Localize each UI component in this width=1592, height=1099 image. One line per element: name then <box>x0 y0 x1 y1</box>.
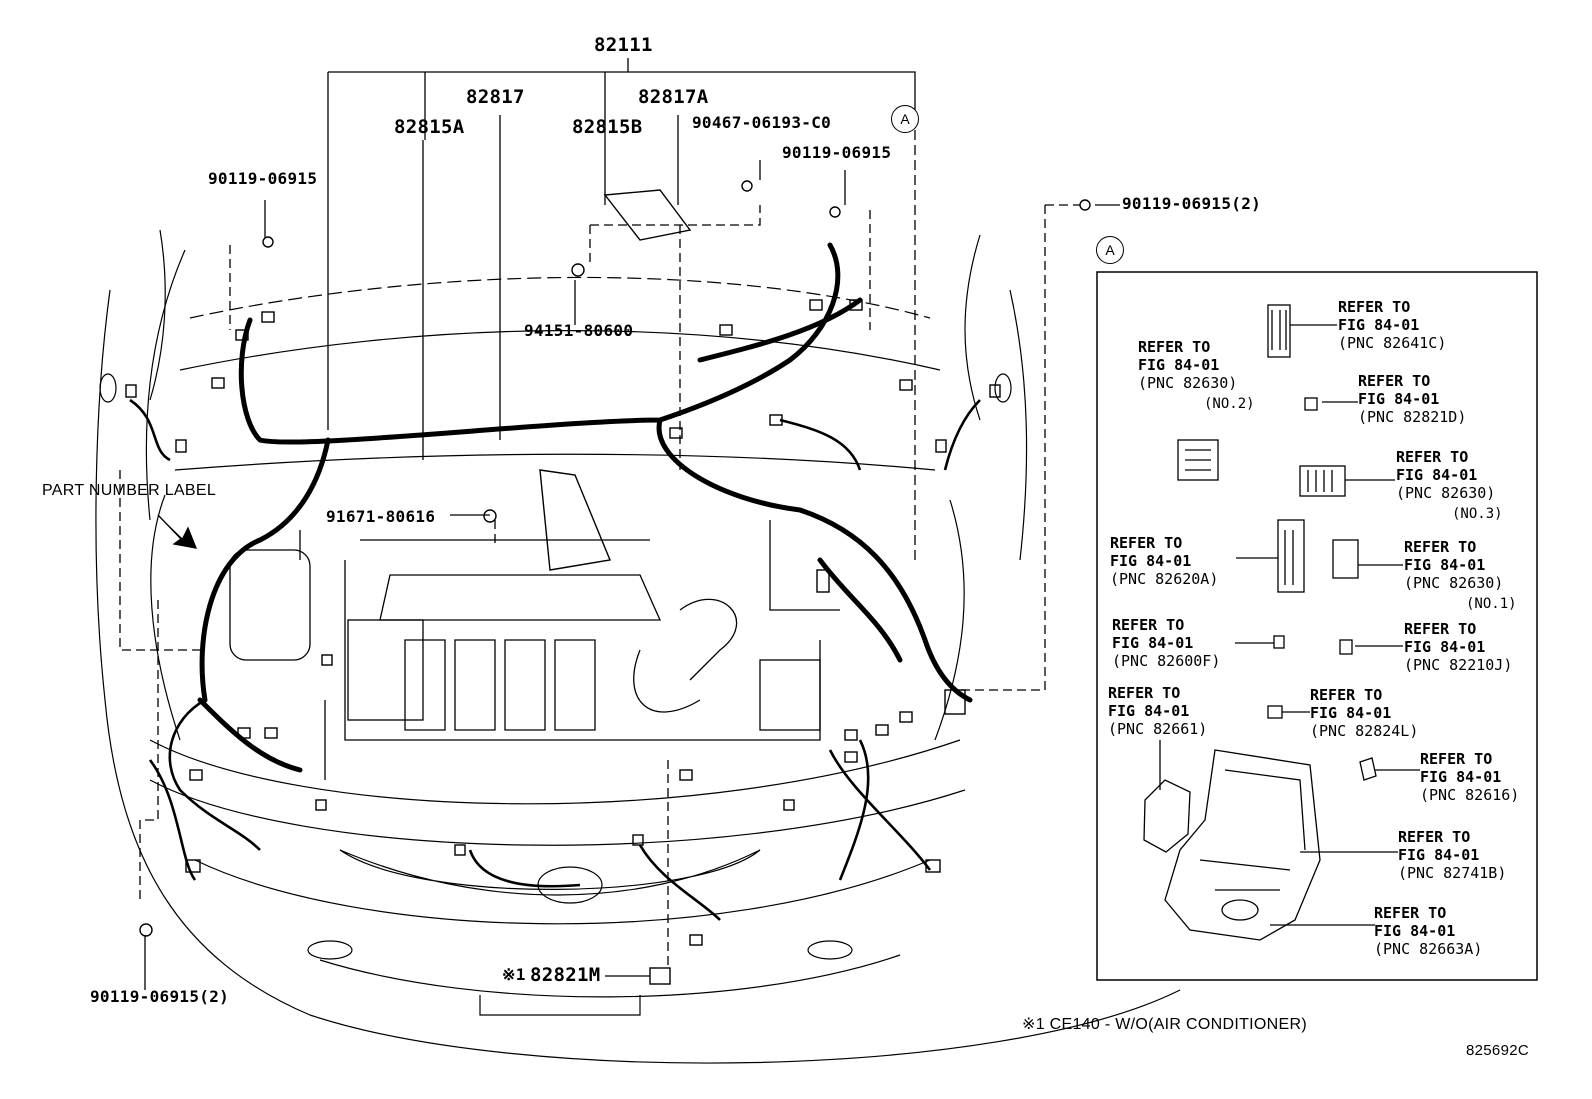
detail-marker-a-box: A <box>1096 236 1124 264</box>
solid-leaders <box>144 160 1120 990</box>
dashed-leaders <box>119 204 1080 970</box>
label-82817: 82817 <box>466 86 525 108</box>
label-82111: 82111 <box>594 34 653 56</box>
engine-block <box>229 520 840 780</box>
label-82815b: 82815B <box>572 116 643 138</box>
detail-ref-82630-no3-sub: (NO.3) <box>1452 506 1503 522</box>
label-82821m-mark: ※1 <box>502 965 526 984</box>
label-82821m: 82821M <box>530 964 601 986</box>
label-82817a: 82817A <box>638 86 709 108</box>
label-bolt-right-top: 90119-06915 <box>782 143 892 162</box>
label-bolt-left-top: 90119-06915 <box>208 169 318 188</box>
label-bolt-91671: 91671-80616 <box>326 507 436 526</box>
detail-box <box>1096 271 1538 981</box>
label-bolt-bottom-left: 90119-06915(2) <box>90 987 230 1006</box>
part-number-label: PART NUMBER LABEL <box>42 482 217 499</box>
connectors <box>125 180 1091 985</box>
figure-code: 825692C <box>1466 1042 1529 1059</box>
label-clip-90467: 90467-06193-C0 <box>692 113 832 132</box>
label-82815a: 82815A <box>394 116 465 138</box>
label-bolt-right-side: 90119-06915(2) <box>1122 194 1262 213</box>
detail-parts <box>1143 304 1377 941</box>
harness-main-run <box>197 242 973 773</box>
vehicle-body-outline <box>95 229 1181 1064</box>
detail-ref-82630-no1-sub: (NO.1) <box>1466 596 1517 612</box>
detail-marker-a-top: A <box>891 105 919 133</box>
detail-ref-82630-no2-sub: (NO.2) <box>1204 396 1255 412</box>
label-clip-94151: 94151-80600 <box>524 321 634 340</box>
label-arrow <box>157 514 198 549</box>
footnote: ※1 CE140 - W/O(AIR CONDITIONER) <box>1022 1016 1307 1033</box>
harness-callout-bracket <box>327 58 916 560</box>
